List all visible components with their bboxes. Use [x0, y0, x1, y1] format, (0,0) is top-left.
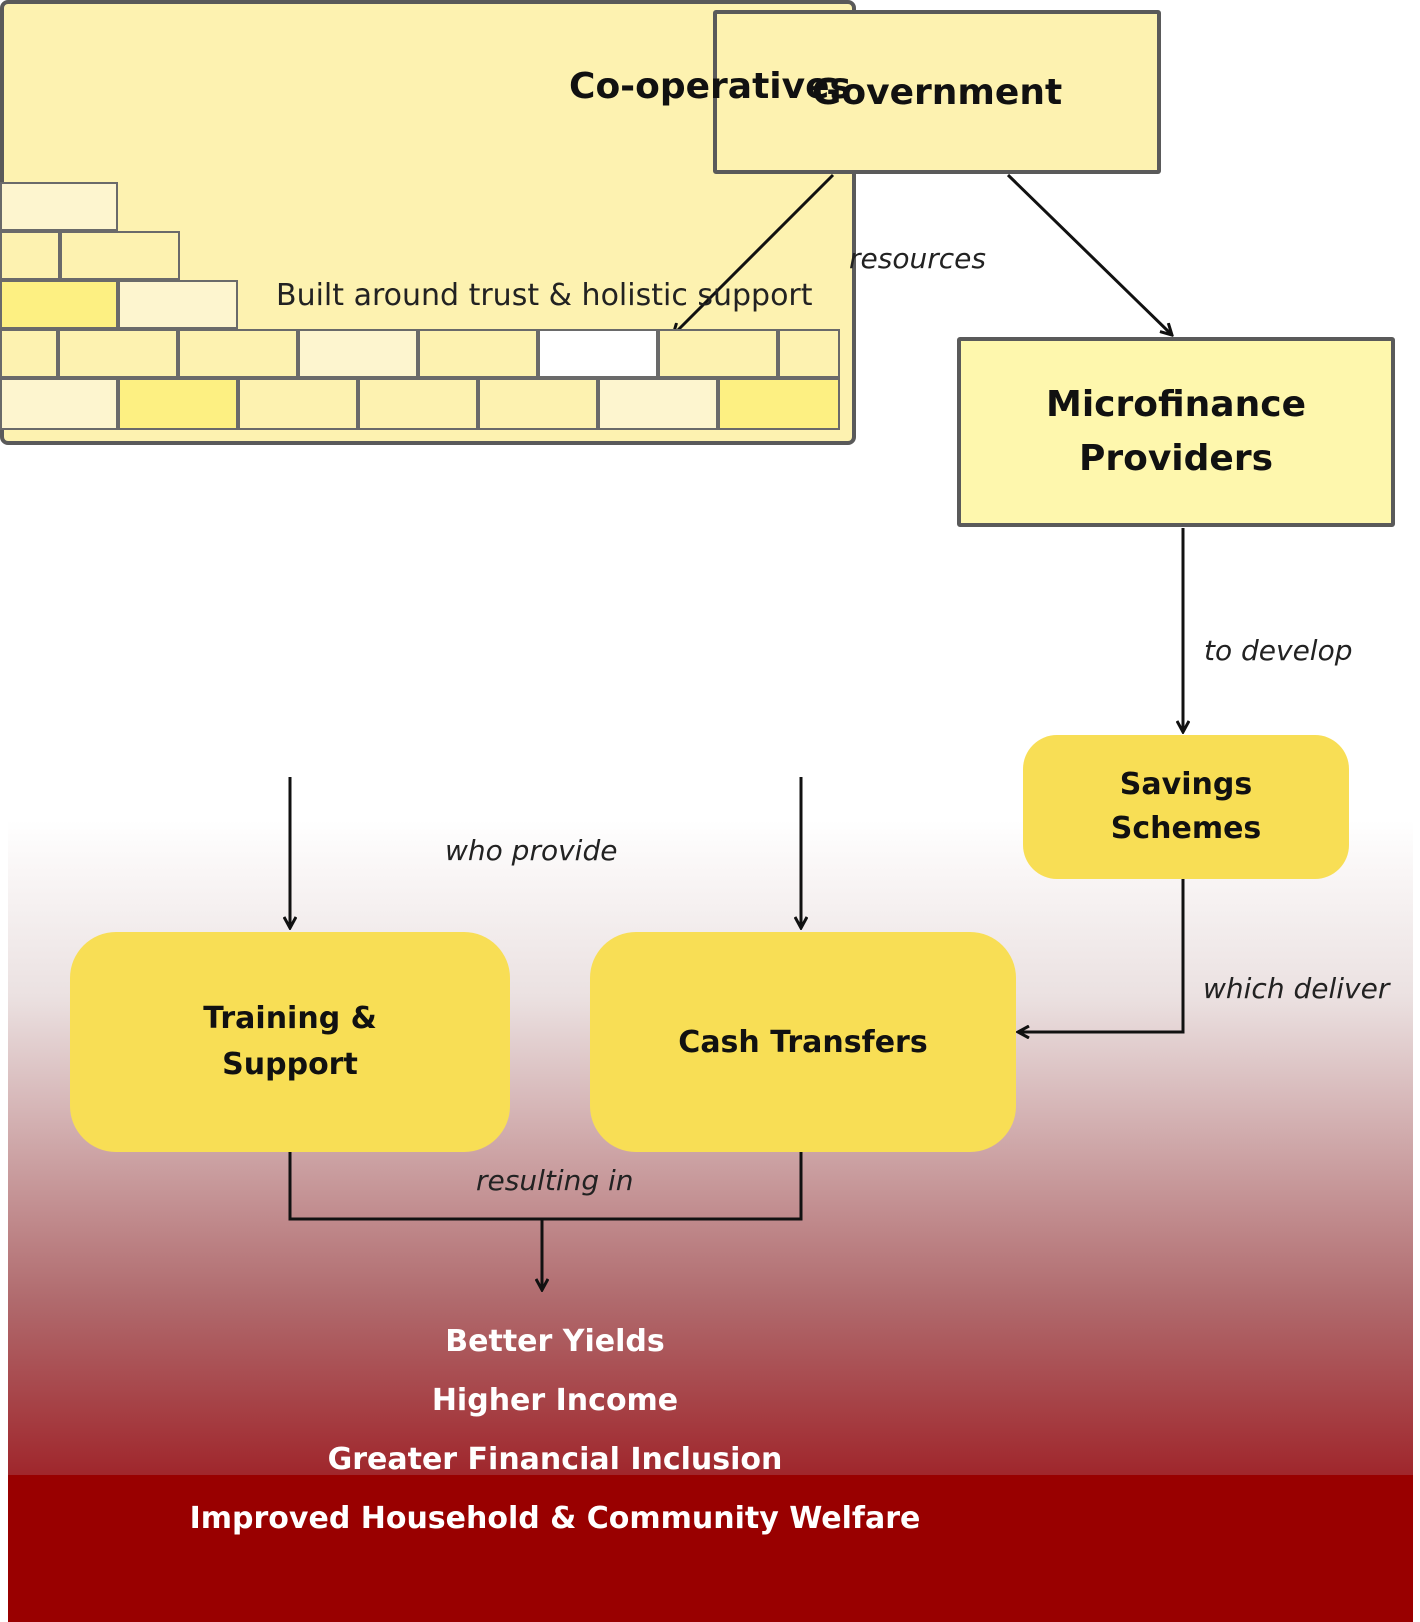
government-label: Government [811, 71, 1063, 113]
edge-label-which-deliver: which deliver [1203, 972, 1390, 1005]
brick [238, 378, 358, 430]
arrow-gov-to-micro [1006, 173, 1172, 335]
edge-label-who-provide: who provide [445, 834, 618, 867]
brick [538, 329, 658, 378]
microfinance-label-line2: Providers [1078, 438, 1274, 479]
savings-schemes-node: Savings Schemes [1023, 735, 1349, 879]
connector-results [288, 1152, 803, 1221]
brick [778, 329, 840, 378]
training-label-line1: Training & [203, 1001, 377, 1036]
cooperatives-label: Co-operatives [569, 66, 851, 107]
brick [0, 280, 118, 329]
training-support-node: Training & Support [70, 932, 510, 1152]
brick [178, 329, 298, 378]
brick [598, 378, 718, 430]
arrow-savings-to-cash [1018, 879, 1185, 1032]
edge-label-to-develop: to develop [1204, 634, 1353, 667]
brick [658, 329, 778, 378]
brick [0, 182, 118, 231]
government-node: Government [713, 10, 1161, 174]
brick [358, 378, 478, 430]
brick [0, 329, 58, 378]
brick [118, 280, 238, 329]
outcome-item: Improved Household & Community Welfare [189, 1501, 921, 1536]
brick [718, 378, 840, 430]
outcome-item: Greater Financial Inclusion [327, 1442, 783, 1477]
microfinance-label-line1: Microfinance [1046, 384, 1306, 425]
gradient-solid-band [8, 1475, 1413, 1622]
outcome-item: Higher Income [431, 1383, 679, 1418]
brick [298, 329, 418, 378]
brick [60, 231, 180, 280]
brick [478, 378, 598, 430]
cooperatives-subtitle: Built around trust & holistic support [276, 278, 813, 313]
cash-transfers-node: Cash Transfers [590, 932, 1016, 1152]
edge-label-resulting-in: resulting in [476, 1164, 634, 1197]
edge-label-resources: resources [849, 242, 986, 275]
brick [418, 329, 538, 378]
arrow-gov-to-coop [673, 173, 835, 335]
outcome-item: Better Yields [445, 1324, 665, 1359]
brick [118, 378, 238, 430]
brick [0, 378, 118, 430]
savings-label-line2: Schemes [1110, 811, 1262, 846]
cash-transfers-label: Cash Transfers [678, 1024, 928, 1060]
training-label-line2: Support [222, 1047, 358, 1082]
savings-label-line1: Savings [1119, 767, 1253, 802]
cooperatives-node: Co-operatives Built around trust & holis… [0, 0, 856, 445]
brick [0, 231, 60, 280]
brick [58, 329, 178, 378]
microfinance-node: Microfinance Providers [957, 337, 1395, 527]
